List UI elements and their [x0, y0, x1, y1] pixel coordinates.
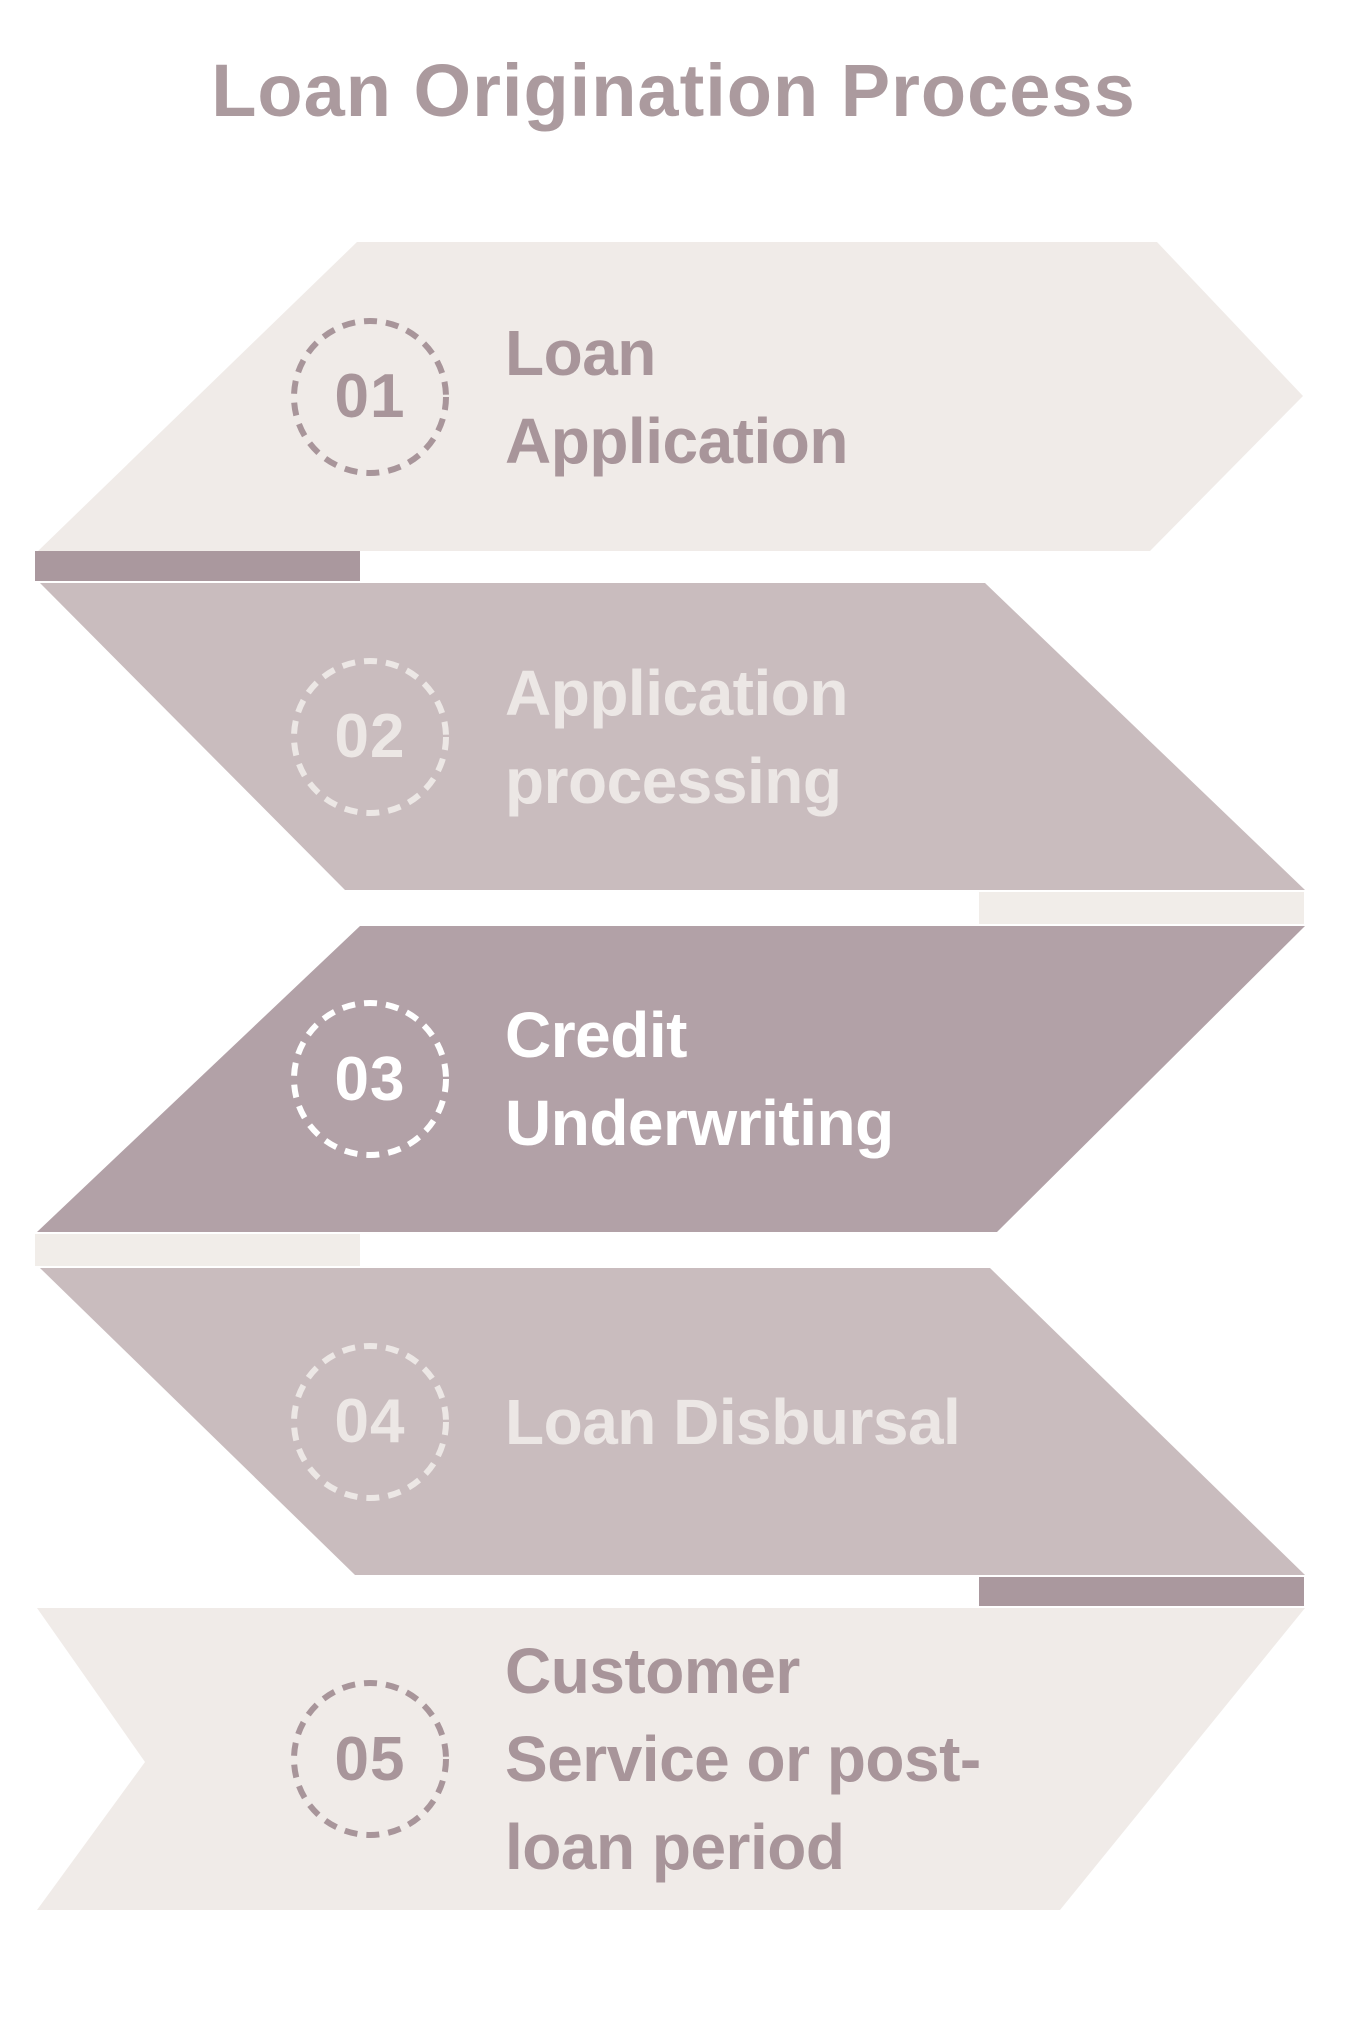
step-5-label: Customer Service or post- loan period: [505, 1627, 981, 1891]
step-4-loan-disbursal: 04 Loan Disbursal: [0, 1268, 1347, 1575]
dashed-circle-icon: [291, 657, 449, 816]
step-label-line: Underwriting: [505, 1087, 894, 1159]
step-4-label: Loan Disbursal: [505, 1378, 961, 1466]
step-1-loan-application: 01 Loan Application: [0, 242, 1347, 551]
step-label-line: Application: [505, 656, 848, 729]
step-label-line: Loan Disbursal: [505, 1385, 961, 1458]
step-3-number-badge: 03: [290, 999, 450, 1159]
step-number: 01: [334, 362, 406, 431]
step-3-credit-underwriting: 03 Credit Underwriting: [0, 926, 1347, 1232]
dashed-circle-icon: [291, 1000, 449, 1158]
step-1-number-badge: 01: [290, 317, 450, 477]
page-title: Loan Origination Process: [211, 49, 1136, 132]
step-label-line: loan period: [505, 1811, 845, 1883]
dashed-circle-icon: [291, 317, 449, 476]
dashed-circle-icon: [291, 1680, 449, 1838]
step-3-label: Credit Underwriting: [505, 991, 894, 1167]
step-label-line: processing: [505, 744, 842, 817]
step-number: 04: [334, 1387, 406, 1456]
step-label-line: Loan: [505, 316, 656, 389]
step-number: 02: [334, 702, 406, 771]
step-2-application-processing: 02 Application processing: [0, 583, 1347, 890]
step-5-number-badge: 05: [290, 1679, 450, 1839]
step-label-line: Credit: [505, 999, 687, 1071]
step-4-number-badge: 04: [290, 1342, 450, 1502]
step-label-line: Service or post-: [505, 1723, 981, 1795]
step-1-label: Loan Application: [505, 309, 848, 485]
step-2-number-badge: 02: [290, 657, 450, 817]
step-number: 05: [334, 1724, 406, 1794]
fold-connector-1: [35, 551, 360, 581]
fold-connector-3: [35, 1234, 360, 1266]
fold-connector-2: [979, 892, 1304, 924]
step-label-line: Application: [505, 404, 848, 477]
step-5-arrow-shape: [37, 1608, 1305, 1910]
step-number: 03: [334, 1044, 406, 1114]
dashed-circle-icon: [291, 1342, 449, 1501]
fold-connector-4: [979, 1577, 1304, 1606]
step-label-line: Customer: [505, 1635, 800, 1707]
step-5-customer-service: 05 Customer Service or post- loan period: [0, 1608, 1347, 1910]
step-2-label: Application processing: [505, 649, 848, 825]
